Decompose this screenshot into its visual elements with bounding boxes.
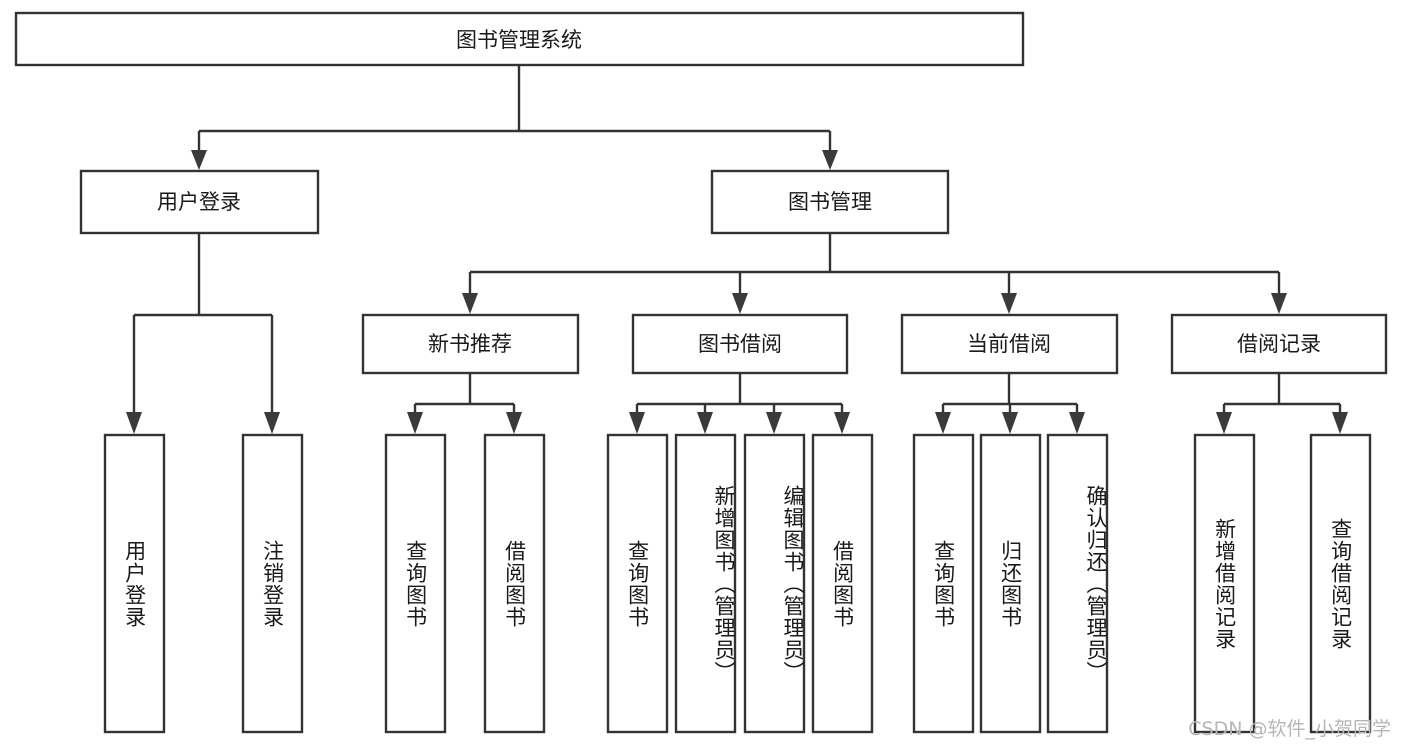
leaf-box-record-2[interactable] xyxy=(1309,433,1372,734)
connector-group-userlogin xyxy=(126,233,280,434)
arrow-head-borrowrecord-leaf-1 xyxy=(1216,412,1232,434)
node-new-book-rec[interactable]: 新书推荐 xyxy=(361,313,580,375)
arrow-head-newbook-leaf-1 xyxy=(407,412,423,434)
leaf-box-borrow-4[interactable] xyxy=(811,433,874,734)
arrow-head-currentborrow xyxy=(1001,293,1017,314)
connector-group-bookborrow xyxy=(629,373,850,434)
arrow-head-newbook-leaf-2 xyxy=(506,412,522,434)
node-user-login-label: 用户登录 xyxy=(157,190,241,214)
watermark-text: CSDN @软件_小贺同学 xyxy=(1188,718,1391,740)
arrow-head-bookborrow xyxy=(732,293,748,314)
connector-group-bookmanage xyxy=(462,233,1287,314)
node-current-borrow[interactable]: 当前借阅 xyxy=(900,313,1119,375)
leaf-box-current-2[interactable] xyxy=(979,433,1042,734)
arrow-head-bookborrow-leaf-1 xyxy=(629,412,645,434)
node-user-login[interactable]: 用户登录 xyxy=(79,169,320,235)
leaf-box-record-1[interactable] xyxy=(1193,433,1256,734)
arrow-head-borrowrecord-leaf-2 xyxy=(1332,412,1348,434)
arrow-head-bookborrow-leaf-4 xyxy=(834,412,850,434)
arrow-head-bookborrow-leaf-2 xyxy=(697,412,713,434)
leaf-box-current-3[interactable] xyxy=(1046,433,1109,734)
node-book-borrow[interactable]: 图书借阅 xyxy=(631,313,849,375)
node-book-manage-box[interactable] xyxy=(710,169,950,235)
leaf-boxes-group xyxy=(103,433,1372,734)
node-new-book-rec-box[interactable] xyxy=(361,313,580,375)
connector-group-currentborrow xyxy=(935,373,1085,434)
arrow-head-newbook xyxy=(462,293,478,314)
arrow-head-bookmanage xyxy=(822,150,838,170)
node-current-borrow-label: 当前借阅 xyxy=(967,332,1051,356)
node-user-login-box[interactable] xyxy=(79,169,320,235)
leaf-box-borrow-2[interactable] xyxy=(674,433,737,734)
connector-group-root xyxy=(191,65,838,170)
leaf-box-user-login-1[interactable] xyxy=(103,433,166,734)
connector-group-borrowrecord xyxy=(1216,373,1348,434)
leaf-box-current-1[interactable] xyxy=(912,433,975,734)
arrow-head-bookborrow-leaf-3 xyxy=(766,412,782,434)
node-book-manage-label: 图书管理 xyxy=(788,190,872,214)
leaf-box-new-book-1[interactable] xyxy=(384,433,447,734)
node-borrow-record-box[interactable] xyxy=(1170,313,1388,375)
arrow-head-userlogin-leaf-2 xyxy=(264,412,280,434)
arrow-head-currentborrow-leaf-3 xyxy=(1069,412,1085,434)
leaf-box-borrow-3[interactable] xyxy=(743,433,806,734)
arrow-head-userlogin-leaf-1 xyxy=(126,412,142,434)
node-borrow-record[interactable]: 借阅记录 xyxy=(1170,313,1388,375)
node-new-book-rec-label: 新书推荐 xyxy=(428,332,512,356)
node-book-manage[interactable]: 图书管理 xyxy=(710,169,950,235)
node-book-borrow-box[interactable] xyxy=(631,313,849,375)
node-book-borrow-label: 图书借阅 xyxy=(698,332,782,356)
connector-group-newbook xyxy=(407,373,522,434)
leaf-box-new-book-2[interactable] xyxy=(483,433,546,734)
arrow-head-userlogin xyxy=(191,150,207,170)
arrow-head-currentborrow-leaf-2 xyxy=(1002,412,1018,434)
node-borrow-record-label: 借阅记录 xyxy=(1237,332,1321,356)
node-current-borrow-box[interactable] xyxy=(900,313,1119,375)
node-root-box[interactable] xyxy=(14,11,1025,67)
node-root[interactable]: 图书管理系统 xyxy=(14,11,1025,67)
node-root-label: 图书管理系统 xyxy=(456,28,582,52)
leaf-box-user-login-2[interactable] xyxy=(241,433,304,734)
arrow-head-currentborrow-leaf-1 xyxy=(935,412,951,434)
arrow-head-borrowrecord xyxy=(1271,293,1287,314)
leaf-box-borrow-1[interactable] xyxy=(606,433,669,734)
